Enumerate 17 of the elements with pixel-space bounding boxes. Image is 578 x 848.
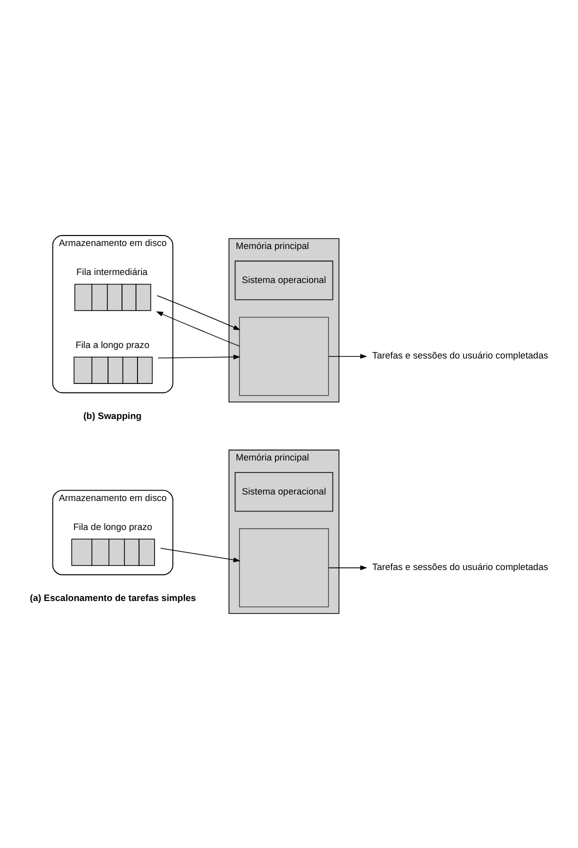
node-box	[239, 316, 329, 396]
arrow	[156, 294, 240, 330]
label: (a) Escalonamento de tarefas simples	[30, 592, 196, 603]
node-text: Tarefas e sessões do usuário completadas	[372, 562, 548, 572]
node-label: Fila de longo prazo	[73, 521, 152, 532]
arrow	[156, 310, 240, 346]
node-label: Fila a longo prazo	[76, 339, 150, 350]
node-box: Sistema operacional	[234, 472, 334, 512]
node-box	[239, 528, 329, 607]
node-label: Fila intermediária	[76, 266, 148, 277]
node-text: Tarefas e sessões do usuário completadas	[372, 350, 548, 360]
arrow	[160, 547, 240, 562]
node-box: Sistema operacional	[234, 260, 334, 300]
arrow	[158, 354, 240, 359]
arrow	[328, 564, 368, 570]
label: (b) Swapping	[83, 410, 142, 421]
arrow	[328, 353, 368, 358]
